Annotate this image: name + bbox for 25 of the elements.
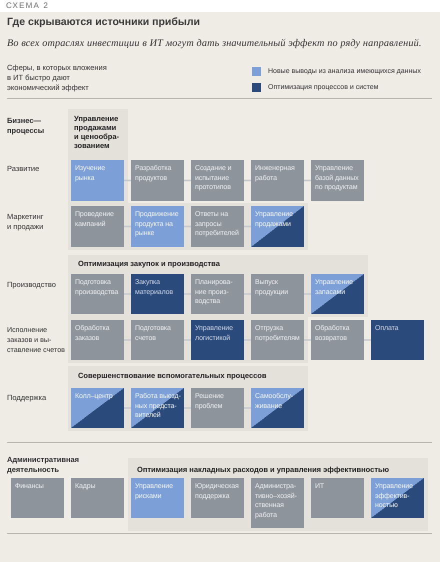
connector-line <box>184 180 191 182</box>
connector-line <box>304 293 311 295</box>
connector-line <box>184 293 191 295</box>
connector-line <box>364 339 371 341</box>
connector-line <box>244 180 251 182</box>
connector-line <box>244 293 251 295</box>
connector-line <box>124 293 131 295</box>
connector-line <box>124 180 131 182</box>
group-band <box>68 255 368 363</box>
connector-line <box>184 407 191 409</box>
connector-line <box>244 226 251 228</box>
connector-line <box>184 226 191 228</box>
connector-line <box>304 180 311 182</box>
connector-line <box>124 339 131 341</box>
diagram-title: Где скрываются источники прибыли <box>7 16 200 29</box>
connector-line <box>124 226 131 228</box>
connector-line <box>184 339 191 341</box>
group-band <box>128 458 428 531</box>
connector-line <box>244 339 251 341</box>
group-band <box>68 366 308 431</box>
figure-number: СХЕМА 2 <box>6 0 50 11</box>
connector-line <box>124 407 131 409</box>
subtitle: Во всех отраслях инвестиции в ИТ могут дать значительный эффект по ряду направлений. <box>7 38 422 50</box>
connector-line <box>244 407 251 409</box>
connector-line <box>304 339 311 341</box>
